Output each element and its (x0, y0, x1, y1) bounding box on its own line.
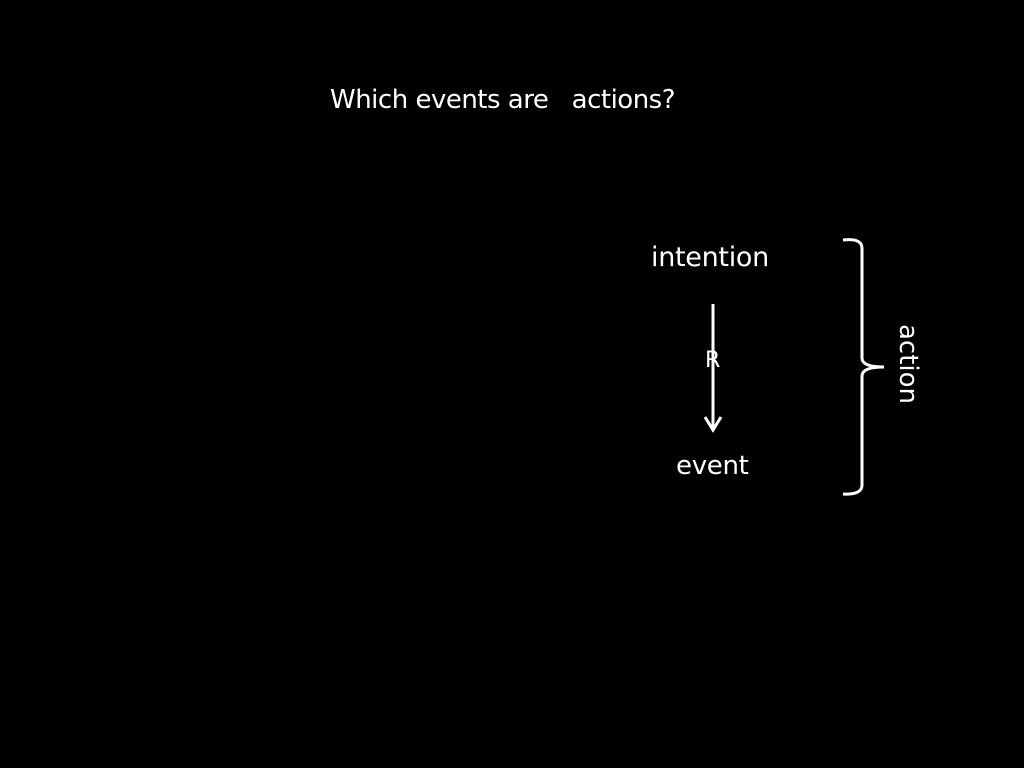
arrow-label-r: R (705, 348, 721, 373)
intention-label: intention (651, 242, 769, 273)
slide-title: Which events are actions? (330, 85, 676, 115)
event-label: event (676, 451, 749, 481)
right-brace (842, 238, 885, 496)
down-arrow (703, 304, 723, 433)
action-label: action (893, 323, 923, 405)
